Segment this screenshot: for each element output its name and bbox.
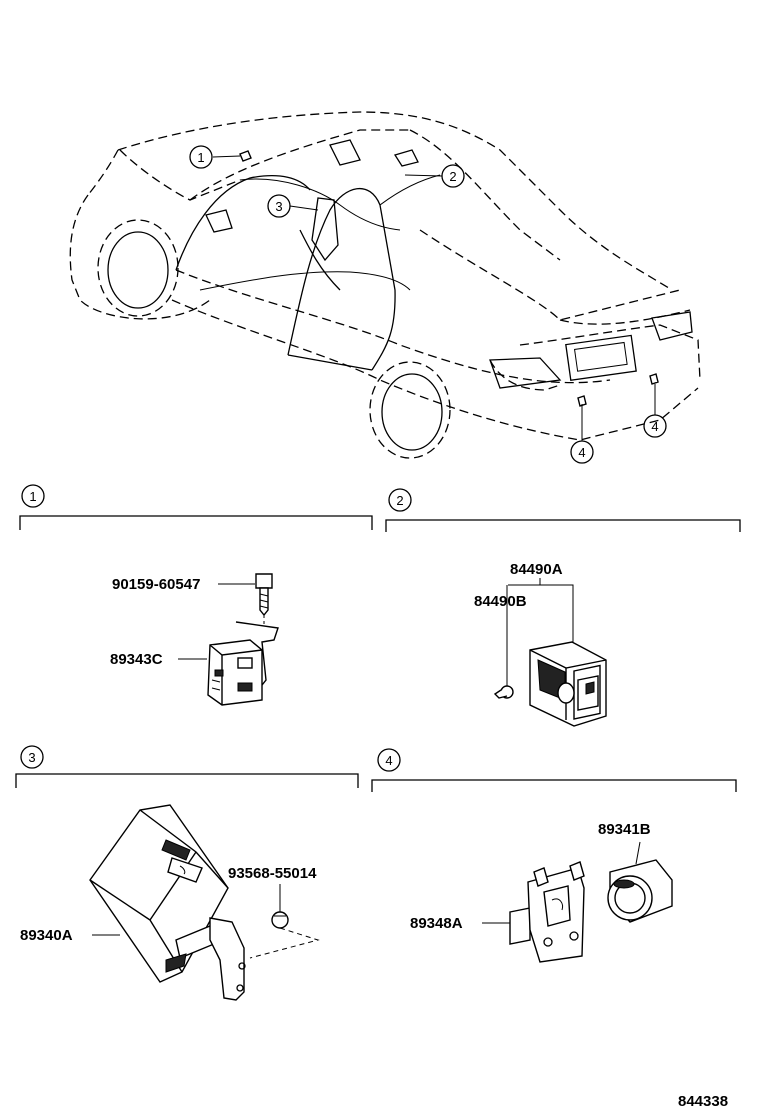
section-4-bracket [371, 779, 737, 792]
car-callout-4b: 4 [643, 384, 667, 438]
car-callout-3: 3 [267, 194, 319, 218]
car-phantom-outline [69, 111, 701, 459]
nut-93568-55014: 93568-55014 [228, 865, 320, 959]
svg-text:3: 3 [275, 199, 282, 214]
section-1-marker [21, 484, 45, 508]
svg-text:2: 2 [396, 493, 403, 508]
part-label-90159-60547: 90159-60547 [112, 576, 200, 593]
section-2-bracket [385, 519, 741, 532]
section-2-marker [388, 488, 412, 512]
relay-89343C: 89343C [110, 621, 279, 706]
svg-text:3: 3 [28, 750, 35, 765]
svg-text:4: 4 [385, 753, 392, 768]
section-3-marker [20, 745, 44, 769]
svg-text:2: 2 [449, 169, 456, 184]
car-callout-2: 2 [404, 164, 465, 188]
sensor-89341B: 89341B [598, 821, 673, 923]
part-label-89340A: 89340A [20, 927, 73, 944]
switch-84490A [529, 641, 607, 727]
section-1: 1 90159-60547 89343C [19, 484, 373, 706]
bolt-90159-60547: 90159-60547 [112, 573, 273, 630]
part-label-84490B: 84490B [474, 593, 527, 610]
section-3-bracket [15, 773, 359, 788]
car-callout-1: 1 [189, 145, 241, 169]
svg-text:1: 1 [197, 150, 204, 165]
retainer-89348A: 89348A [410, 861, 585, 963]
car-callout-4a: 4 [570, 404, 594, 464]
figure-number: 844338 [678, 1093, 728, 1110]
leader-84490A [508, 584, 574, 650]
svg-text:4: 4 [651, 419, 658, 434]
section-1-bracket [19, 515, 373, 530]
section-3: 3 89340A 93568-55014 [15, 745, 359, 1001]
section-4-marker [377, 748, 401, 772]
part-label-89341B: 89341B [598, 821, 651, 838]
part-label-89343C: 89343C [110, 651, 163, 668]
part-label-89348A: 89348A [410, 915, 463, 932]
section-4: 4 89341B 89348A [371, 748, 737, 963]
svg-text:4: 4 [578, 445, 585, 460]
clip-84490B [493, 685, 514, 699]
svg-text:1: 1 [29, 489, 36, 504]
section-2: 2 84490A 84490B [385, 488, 741, 727]
part-label-84490A: 84490A [510, 561, 563, 578]
ecu-89340A: 89340A [20, 804, 246, 1001]
part-label-93568-55014: 93568-55014 [228, 865, 317, 882]
